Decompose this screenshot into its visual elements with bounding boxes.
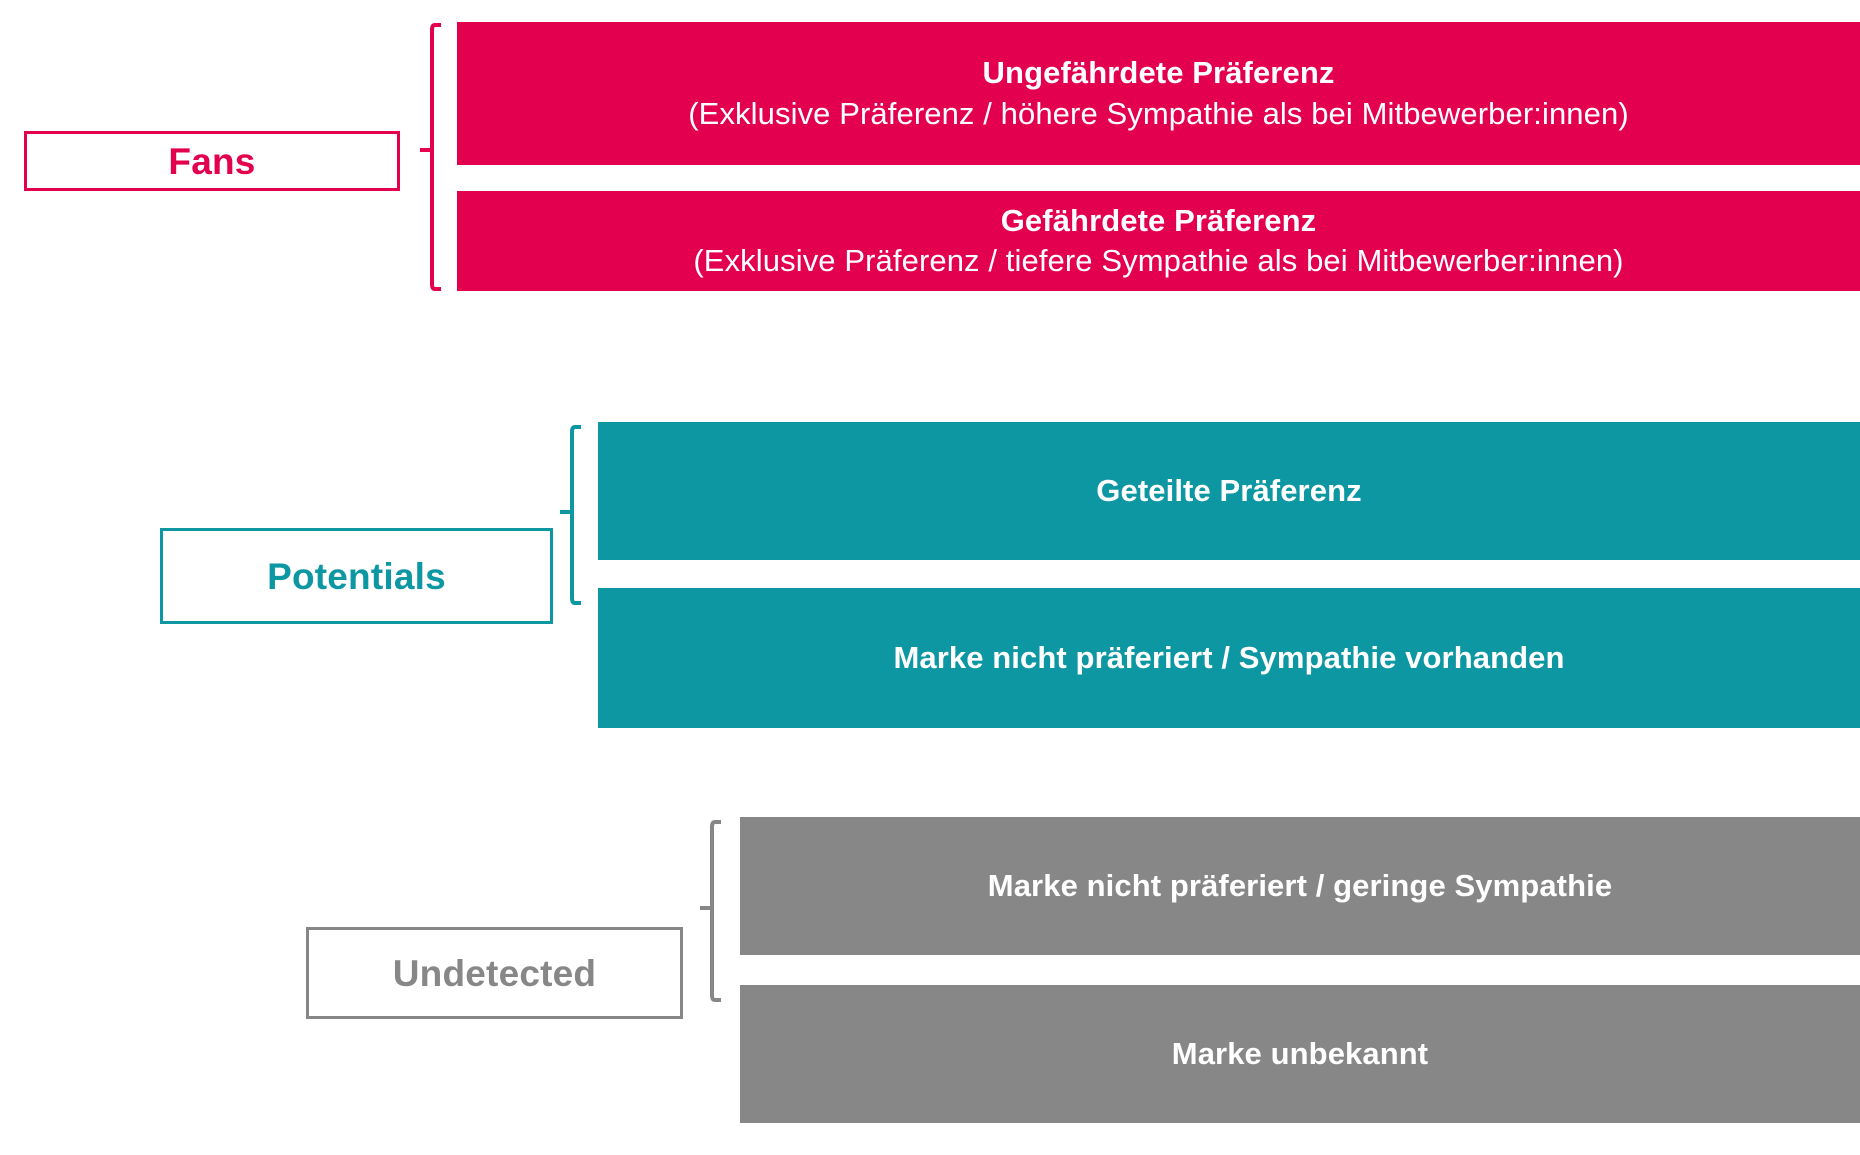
bar-title: Marke nicht präferiert / geringe Sympath… [987, 867, 1613, 903]
bar-marke-nicht-praeferiert-geringe-sympathie: Marke nicht präferiert / geringe Sympath… [740, 817, 1860, 955]
bar-marke-nicht-praeferiert-sympathie-vorhanden: Marke nicht präferiert / Sympathie vorha… [598, 588, 1860, 728]
bar-title: Marke nicht präferiert / Sympathie vorha… [893, 639, 1565, 675]
bar-title: Geteilte Präferenz [1096, 472, 1362, 508]
bar-title: Ungefährdete Präferenz [982, 55, 1335, 91]
bracket-undetected [698, 819, 721, 1003]
bar-title: Gefährdete Präferenz [1000, 202, 1317, 238]
bar-ungefaehrdete-praeferenz: Ungefährdete Präferenz (Exklusive Präfer… [457, 22, 1860, 165]
category-box-potentials: Potentials [160, 528, 553, 624]
category-box-fans: Fans [24, 131, 400, 191]
category-label-undetected: Undetected [392, 952, 597, 994]
bar-gefaehrdete-praeferenz: Gefährdete Präferenz (Exklusive Präferen… [457, 191, 1860, 291]
bar-subtitle: (Exklusive Präferenz / höhere Sympathie … [688, 95, 1629, 131]
bar-marke-unbekannt: Marke unbekannt [740, 985, 1860, 1123]
bracket-fans [418, 22, 441, 292]
bar-geteilte-praeferenz: Geteilte Präferenz [598, 422, 1860, 560]
bracket-potentials [558, 424, 581, 606]
category-box-undetected: Undetected [306, 927, 683, 1019]
category-label-potentials: Potentials [267, 555, 446, 597]
bar-title: Marke unbekannt [1171, 1035, 1429, 1071]
category-label-fans: Fans [168, 140, 256, 182]
bar-subtitle: (Exklusive Präferenz / tiefere Sympathie… [693, 243, 1624, 278]
